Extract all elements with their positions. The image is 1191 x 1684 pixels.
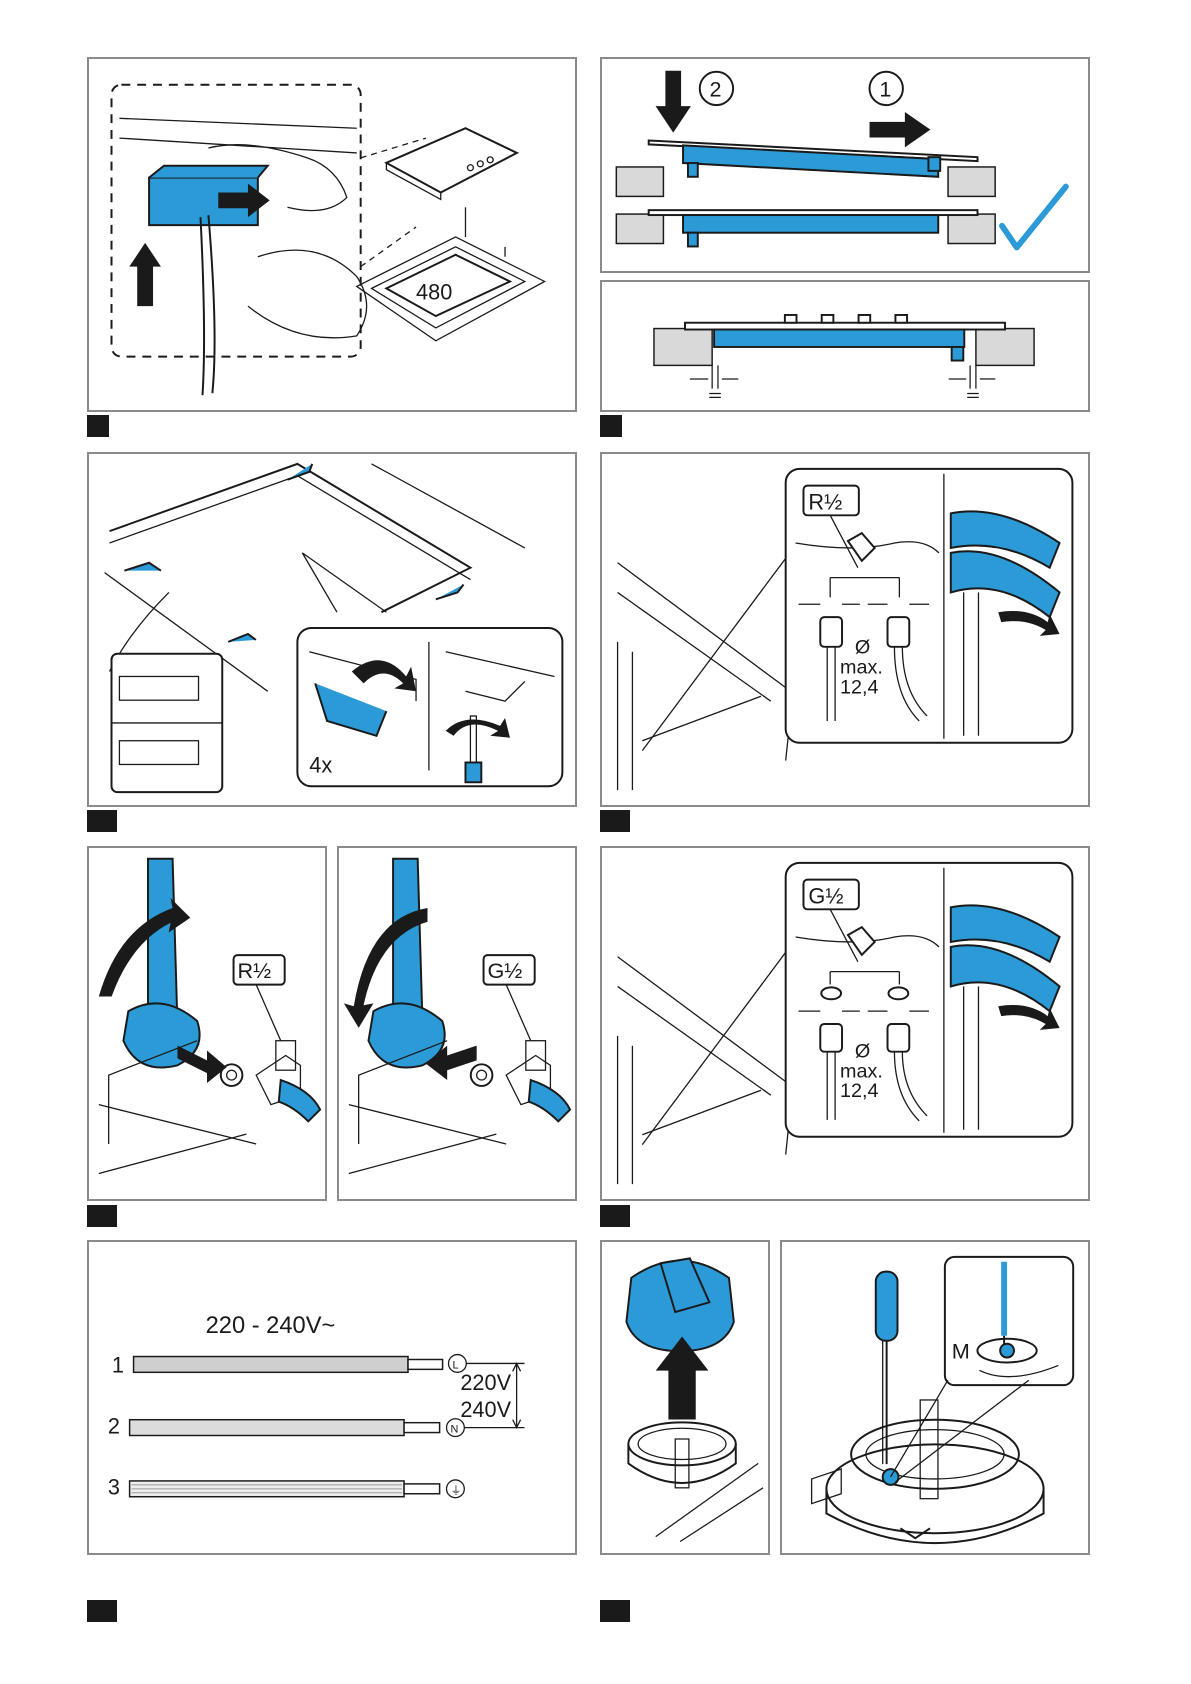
diameter-symbol: Ø	[855, 637, 870, 659]
adapter-r-illustration: R½	[89, 848, 325, 1199]
down-arrow-icon	[656, 71, 691, 133]
panel-hob-removal: 480	[87, 57, 577, 412]
panel-gas-connection-g: G½ Ø max. 12,4	[600, 846, 1090, 1201]
knob-removal-illustration	[602, 1242, 768, 1553]
figure-marker	[600, 810, 630, 832]
wiring-diagram: 220 - 240V~ 1 L 2 N 3 ⏚ 220V 240V	[89, 1242, 575, 1553]
figure-marker	[87, 1600, 117, 1622]
dimension-label: 480	[416, 279, 452, 304]
diameter-value: 12,4	[840, 1080, 878, 1102]
figure-marker	[600, 415, 622, 437]
panel-hob-clearance	[600, 280, 1090, 412]
hob-removal-illustration: 480	[89, 59, 575, 410]
wire-number-3: 3	[108, 1475, 120, 1500]
max-label: max.	[840, 1060, 883, 1082]
panel-hob-placement: 2 1	[600, 57, 1090, 273]
wire-2-insulation	[130, 1420, 404, 1436]
figure-marker	[600, 1205, 630, 1227]
voltage-b-label: 240V	[460, 1397, 511, 1422]
voltage-range-label: 220 - 240V~	[206, 1313, 336, 1339]
thread-label-right: G½	[487, 958, 522, 983]
screw-m-label: M	[952, 1339, 970, 1364]
figure-marker	[600, 1600, 630, 1622]
gas-connection-g-illustration: G½ Ø max. 12,4	[602, 848, 1088, 1199]
max-label: max.	[840, 656, 883, 678]
figure-marker	[87, 810, 117, 832]
thread-label: R½	[808, 489, 842, 514]
checkmark-icon	[1002, 187, 1066, 248]
panel-electrical-wiring: 220 - 240V~ 1 L 2 N 3 ⏚ 220V 240V	[87, 1240, 577, 1555]
wire-1-insulation	[134, 1357, 408, 1373]
wire-number-2: 2	[108, 1414, 120, 1439]
terminal-label-ground: ⏚	[450, 1484, 461, 1497]
multiplier-label: 4x	[309, 752, 332, 777]
voltage-a-label: 220V	[460, 1370, 511, 1395]
wire-3-conductor	[404, 1484, 440, 1494]
panel-flame-adjustment: M	[780, 1240, 1090, 1555]
clamp-fixing-illustration: 4x	[89, 454, 575, 805]
wire-number-1: 1	[112, 1352, 124, 1377]
right-arrow-icon	[870, 112, 931, 147]
thread-label-left: R½	[237, 958, 271, 983]
adapter-g-illustration: G½	[339, 848, 575, 1199]
wire-2-conductor	[404, 1423, 440, 1433]
screwdriver-handle	[876, 1272, 898, 1341]
diameter-value: 12,4	[840, 676, 878, 698]
hob-clearance-illustration	[602, 282, 1088, 410]
panel-adapter-r: R½	[87, 846, 327, 1201]
panel-knob-removal	[600, 1240, 770, 1555]
figure-marker	[87, 415, 109, 437]
terminal-label-n: N	[450, 1424, 458, 1436]
terminal-label-l: L	[452, 1359, 458, 1371]
panel-gas-connection-r: R½ Ø max. 12,4	[600, 452, 1090, 807]
step-2-label: 2	[710, 76, 722, 101]
wire-1-conductor	[408, 1359, 443, 1369]
flame-adjustment-illustration: M	[782, 1242, 1088, 1553]
thread-label: G½	[808, 883, 843, 908]
panel-clamp-fixing: 4x	[87, 452, 577, 807]
hob-placement-illustration: 2 1	[602, 59, 1088, 271]
gas-connection-r-illustration: R½ Ø max. 12,4	[602, 454, 1088, 805]
step-1-label: 1	[879, 76, 891, 101]
figure-marker	[87, 1205, 117, 1227]
panel-adapter-g: G½	[337, 846, 577, 1201]
diameter-symbol: Ø	[855, 1041, 870, 1063]
